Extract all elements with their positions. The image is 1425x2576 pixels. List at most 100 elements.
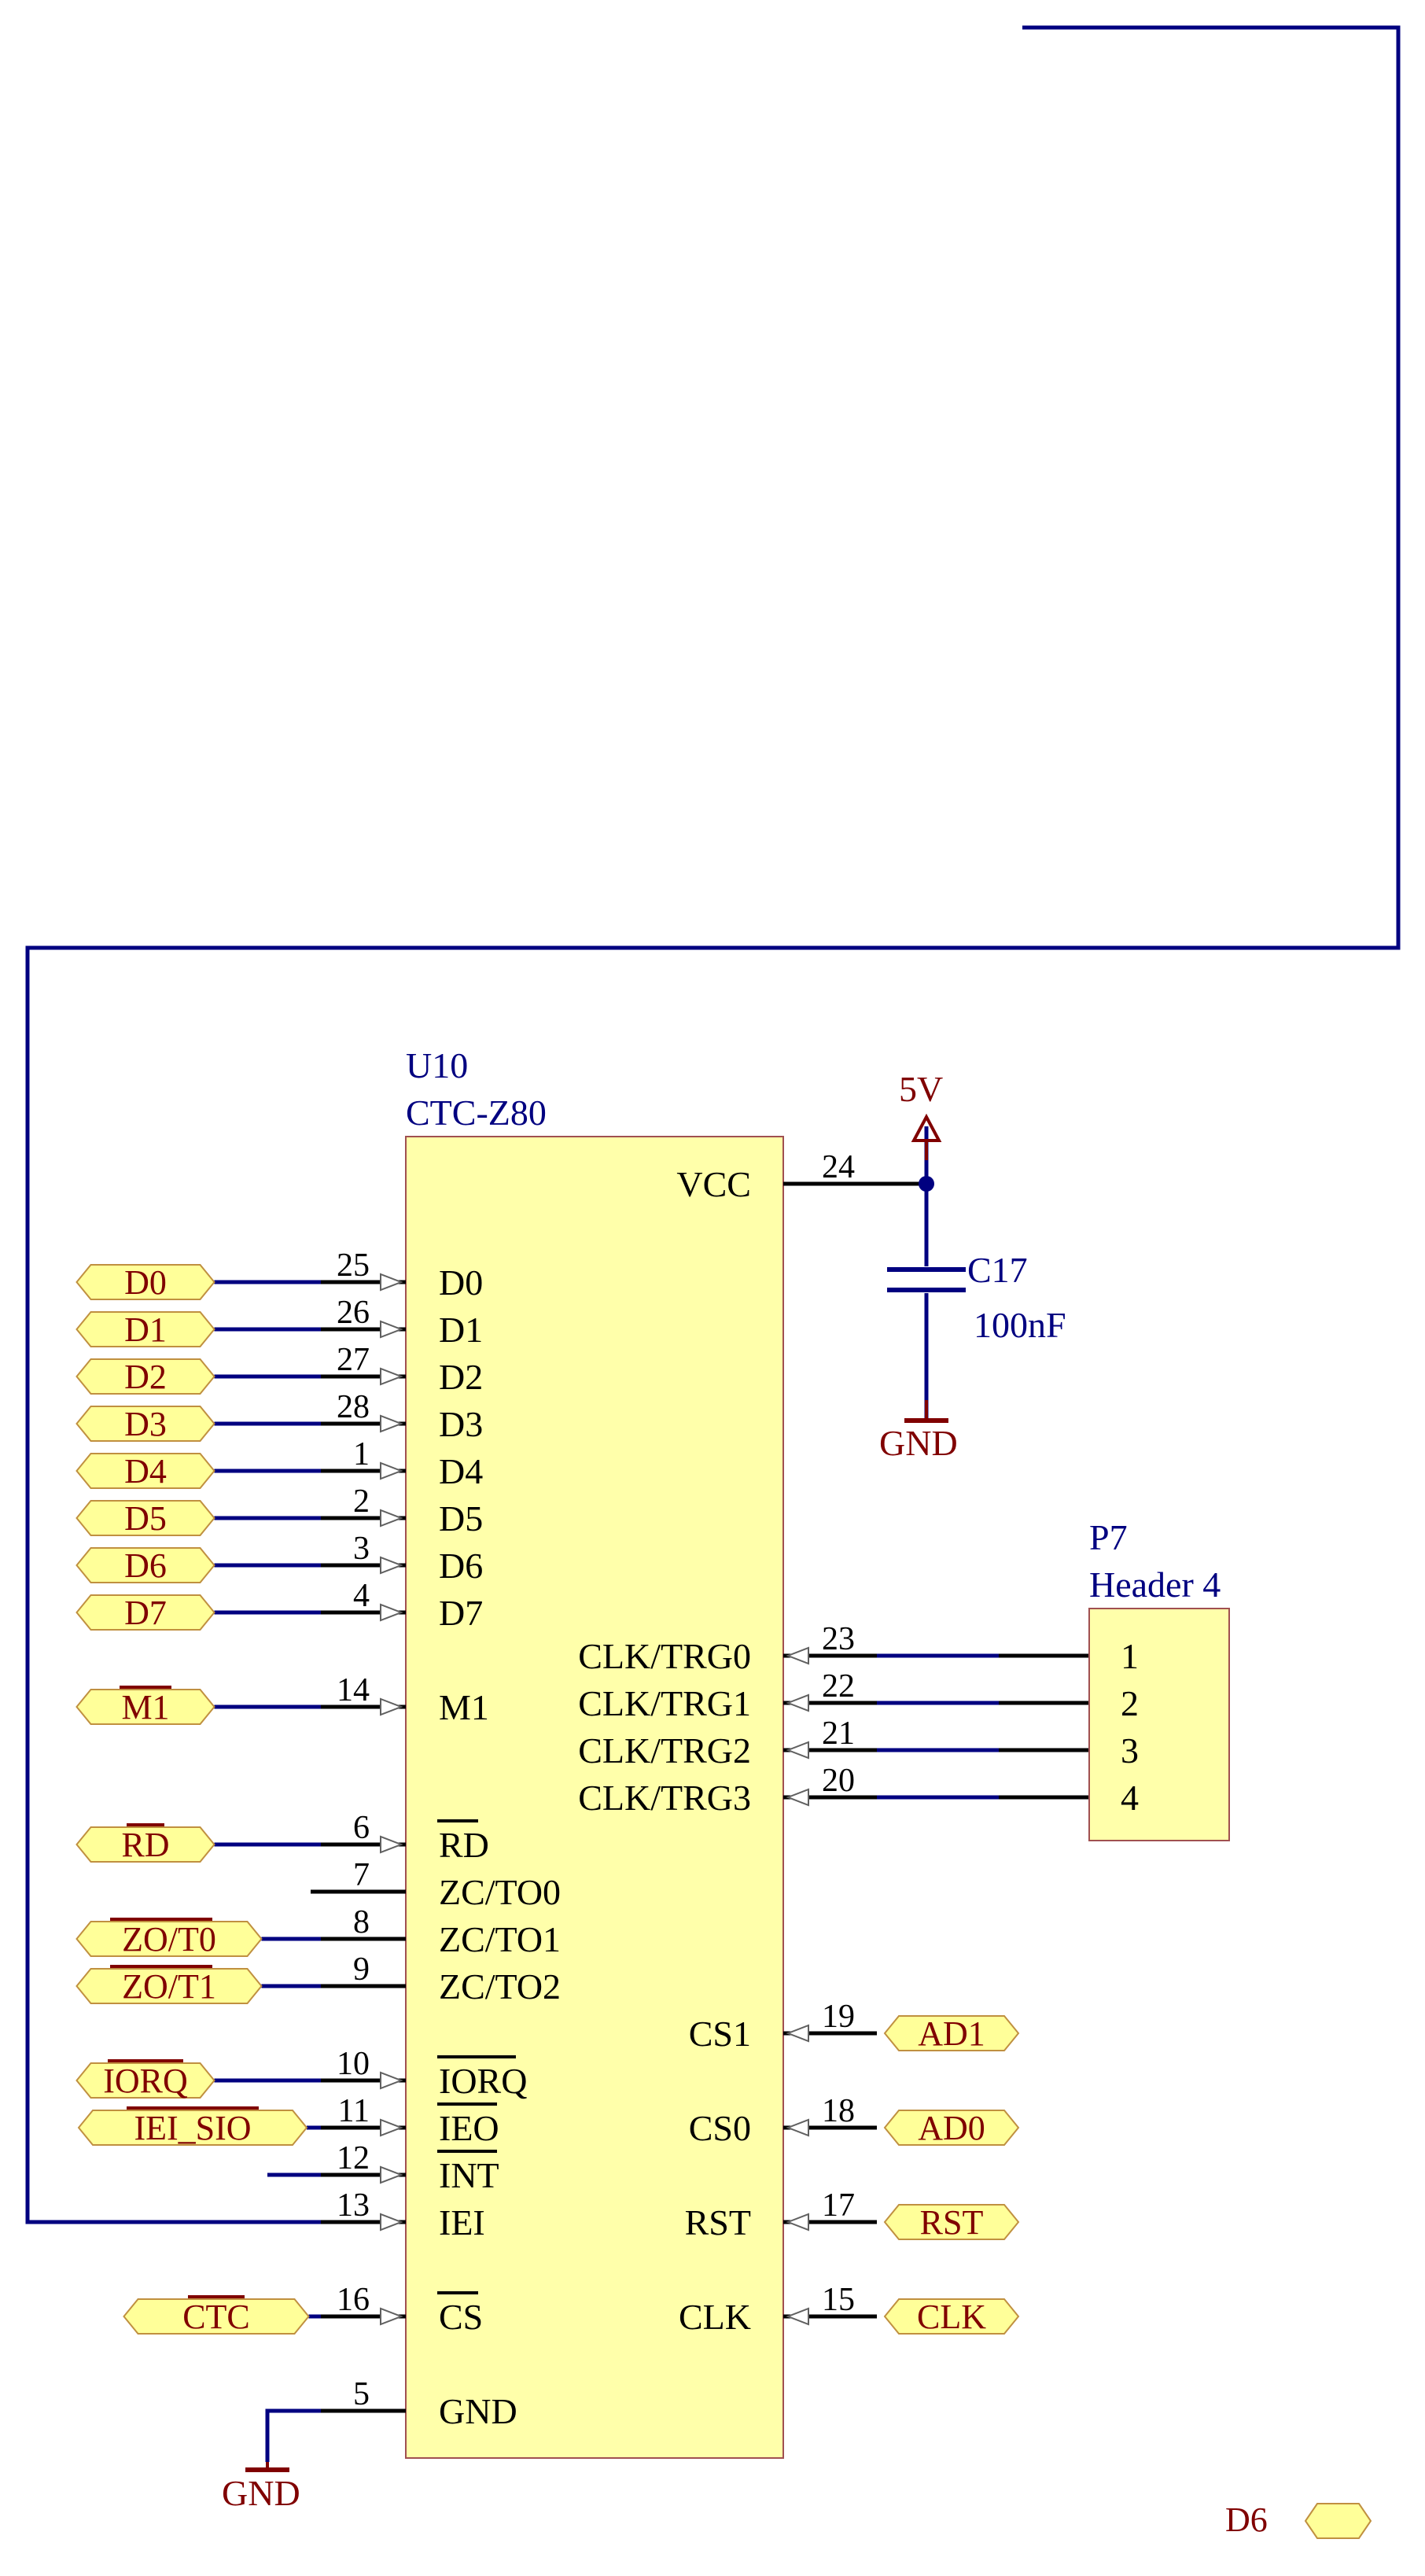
port-zo-t0-label: ZO/T0 xyxy=(122,1920,216,1959)
pin-number: 2 xyxy=(353,1483,370,1520)
pin-name: IEO xyxy=(439,2108,499,2148)
pin-iei: 13 IEI xyxy=(321,2187,485,2242)
input-arrow-icon xyxy=(380,1461,403,1480)
pin-name: IEI xyxy=(439,2202,485,2242)
pin-number: 22 xyxy=(822,1668,855,1704)
pin-name: D0 xyxy=(439,1262,483,1303)
u10-designator: U10 xyxy=(406,1045,468,1085)
port-rd-label: RD xyxy=(121,1826,169,1864)
input-arrow-icon xyxy=(786,1788,809,1807)
pin-number: 23 xyxy=(822,1621,855,1657)
input-arrow-icon xyxy=(786,2307,809,2326)
pin-name: D7 xyxy=(439,1593,483,1633)
pin-number: 3 xyxy=(353,1531,370,1567)
port-d3-label: D3 xyxy=(124,1405,167,1443)
input-arrow-icon xyxy=(380,1509,403,1528)
port-iei_sio-shape xyxy=(77,2110,308,2146)
pin-number: 21 xyxy=(822,1715,855,1752)
pin-name: IORQ xyxy=(439,2061,527,2101)
pin-name: GND xyxy=(439,2391,517,2431)
pin-number: 17 xyxy=(822,2187,855,2224)
header-pin-3: 3 xyxy=(1121,1730,1139,1771)
port-rst-shape xyxy=(883,2204,1020,2240)
pin-number: 13 xyxy=(337,2187,370,2224)
input-arrow-icon xyxy=(380,2118,403,2137)
header-body xyxy=(1088,1608,1230,1841)
pin-name: RD xyxy=(439,1825,489,1865)
header-pin-2: 2 xyxy=(1121,1683,1139,1723)
pin-name: CLK/TRG3 xyxy=(578,1778,751,1818)
pin-number: 4 xyxy=(353,1578,370,1614)
pin-number: 8 xyxy=(353,1904,370,1940)
port-d6-label: D6 xyxy=(124,1546,167,1585)
input-arrow-icon xyxy=(786,2024,809,2043)
power-section: 5V C17 100nF GND xyxy=(783,1069,1066,1463)
pin-number: 1 xyxy=(353,1436,370,1472)
pin-number: 16 xyxy=(337,2282,370,2318)
port-iei_sio-label: IEI_SIO xyxy=(134,2109,251,2147)
input-arrow-icon xyxy=(380,1697,403,1716)
pin-name: D6 xyxy=(439,1546,483,1586)
input-arrow-icon xyxy=(380,1273,403,1292)
port-rst-label: RST xyxy=(920,2203,984,2242)
port-ad0-label: AD0 xyxy=(918,2109,985,2147)
port-d1-shape xyxy=(75,1311,215,1347)
pin-number: 19 xyxy=(822,1999,855,2035)
pin-rd: 6 RD RD xyxy=(75,1810,489,1865)
capacitor-designator: C17 xyxy=(967,1250,1028,1290)
pin-name: D5 xyxy=(439,1498,483,1539)
stray-port-d6: D6 xyxy=(1225,2500,1372,2539)
port-clk-shape xyxy=(883,2298,1020,2335)
u10-body xyxy=(405,1136,784,2459)
port-d2-label: D2 xyxy=(124,1358,167,1396)
input-arrow-icon xyxy=(380,1603,403,1622)
pin-name: ZC/TO0 xyxy=(439,1872,561,1912)
port-d3-shape xyxy=(75,1406,215,1442)
input-arrow-icon xyxy=(380,2213,403,2231)
pin-number: 20 xyxy=(822,1763,855,1799)
port-zo-t1-shape xyxy=(75,1968,263,2004)
input-arrow-icon xyxy=(786,2213,809,2231)
header-part-name: Header 4 xyxy=(1089,1564,1221,1605)
u10-part-name: CTC-Z80 xyxy=(406,1093,547,1133)
pin-name: CLK/TRG0 xyxy=(578,1636,751,1676)
pin-number: 6 xyxy=(353,1810,370,1846)
capacitor-value: 100nF xyxy=(974,1305,1066,1345)
port-iorq-shape xyxy=(75,2062,215,2099)
port-d5-label: D5 xyxy=(124,1499,167,1538)
pin-d5: 2 D5 D5 xyxy=(75,1483,483,1539)
pin-number: 5 xyxy=(353,2376,370,2412)
input-arrow-icon xyxy=(380,2071,403,2090)
iei-net-wire xyxy=(25,25,1401,2224)
pin-name: CS xyxy=(439,2297,483,2337)
pin-name: CLK xyxy=(679,2297,751,2337)
port-d7-shape xyxy=(75,1594,215,1631)
pin-name: INT xyxy=(439,2155,499,2195)
gnd-label-u10: GND xyxy=(222,2473,300,2513)
pin-number: 27 xyxy=(337,1342,370,1378)
port-zo-t0-shape xyxy=(75,1921,263,1957)
input-arrow-icon xyxy=(380,1320,403,1339)
input-arrow-icon xyxy=(380,2307,403,2326)
port-ad1-label: AD1 xyxy=(918,2014,985,2053)
pin-name: D1 xyxy=(439,1310,483,1350)
port-d4-shape xyxy=(75,1453,215,1489)
gnd-label-cap: GND xyxy=(879,1423,958,1463)
port-d1-label: D1 xyxy=(124,1310,167,1349)
